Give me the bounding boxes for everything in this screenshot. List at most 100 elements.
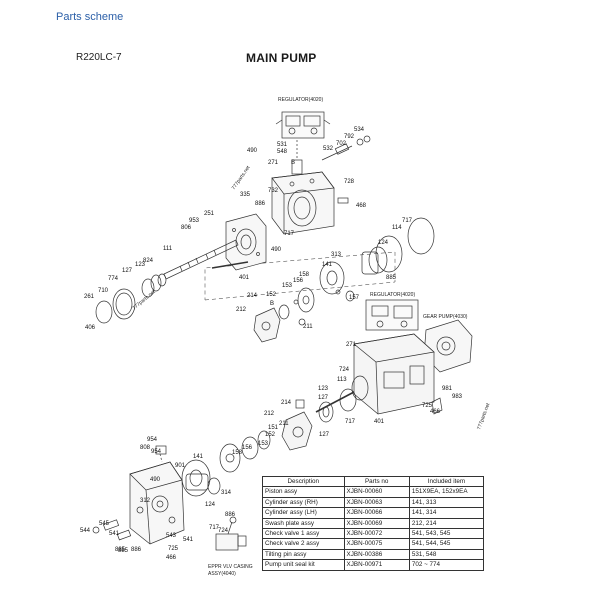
- callout-label-541: 541: [109, 531, 120, 537]
- callout-label-312: 312: [140, 498, 151, 504]
- callout-label-724: 724: [339, 367, 350, 373]
- note-regulator-mid: REGULATOR(4020): [370, 292, 415, 298]
- watermark-1: 777parts.net: [231, 164, 252, 191]
- cylinder-lower-drawing: [181, 459, 221, 497]
- cell-included-item: 702 ~ 774: [408, 559, 485, 571]
- seal-mid-drawing: [339, 388, 357, 412]
- callout-label-212: 212: [264, 411, 275, 417]
- callout-label-717: 717: [345, 419, 356, 425]
- callout-label-545: 545: [99, 521, 110, 527]
- callout-label-124: 124: [378, 240, 389, 246]
- callout-label-152: 152: [265, 432, 276, 438]
- callout-label-541: 541: [183, 537, 194, 543]
- callout-label-981: 981: [442, 386, 453, 392]
- piston-assy-top-drawing: [278, 287, 315, 326]
- note-gear-pump: GEAR PUMP(4030): [423, 314, 468, 320]
- cell-parts-no: XJBN-00971: [343, 559, 410, 571]
- callout-label-728: 728: [344, 179, 355, 185]
- callout-label-531: 531: [277, 142, 288, 148]
- breadcrumb-parts-scheme[interactable]: Parts scheme: [56, 11, 124, 23]
- callout-label-127: 127: [319, 432, 330, 438]
- cell-parts-no: XJBN-00060: [343, 486, 410, 498]
- gear-pump-drawing: [423, 319, 473, 373]
- callout-label-271: 271: [346, 342, 357, 348]
- callout-label-544: 544: [80, 528, 91, 534]
- model-label: R220LC-7: [76, 52, 122, 63]
- callout-label-401: 401: [239, 275, 250, 281]
- note-eppr-line2: ASSY(4040): [208, 571, 236, 577]
- callout-label-717: 717: [209, 525, 220, 531]
- callout-label-725: 725: [168, 546, 179, 552]
- swash-plate-mid-drawing: [281, 399, 313, 451]
- callout-label-271: 271: [268, 160, 279, 166]
- callout-label-543: 543: [166, 533, 177, 539]
- callout-label-211: 211: [303, 324, 313, 330]
- callout-label-406: 406: [85, 325, 96, 331]
- seals-right-drawing: [361, 217, 435, 275]
- callout-label-886: 886: [225, 512, 236, 518]
- callout-label-885: 885: [386, 275, 397, 281]
- callout-label-261: 261: [84, 294, 95, 300]
- plate-983-drawing: [431, 397, 443, 415]
- callout-label-124: 124: [205, 502, 216, 508]
- rings-left-drawing: [95, 273, 167, 324]
- callout-label-954: 954: [151, 449, 162, 455]
- cell-included-item: 541, 543, 545: [408, 528, 485, 540]
- cell-parts-no: XJBN-00066: [343, 507, 410, 519]
- callout-label-490: 490: [271, 247, 282, 253]
- assembly-boundary-dashed: [204, 251, 396, 301]
- callout-label-141: 141: [322, 262, 333, 268]
- callout-label-717: 717: [284, 231, 295, 237]
- cell-included-item: 151X9EA, 152x9EA: [408, 486, 485, 498]
- cell-description: Cylinder assy (RH): [262, 496, 345, 509]
- callout-label-214: 214: [247, 293, 258, 299]
- callout-label-211: 211: [279, 421, 289, 427]
- callout-label-214: 214: [281, 400, 292, 406]
- callout-label-983: 983: [452, 394, 463, 400]
- callout-label-710: 710: [98, 288, 109, 294]
- column-header-included-item: Included item: [408, 475, 485, 488]
- parts-table: Description Parts no Included item Pisto…: [262, 475, 485, 571]
- callout-label-953: 953: [189, 218, 200, 224]
- callout-label-534: 534: [354, 127, 365, 133]
- callout-label-886: 886: [255, 201, 266, 207]
- pump-casing-mid-drawing: [351, 333, 435, 415]
- callout-label-886: 886: [131, 547, 142, 553]
- cell-description: Pump unit seal kit: [262, 559, 345, 571]
- callout-label-724: 724: [218, 528, 229, 534]
- callout-label-885: 885: [115, 547, 126, 553]
- shaft-mid-drawing: [315, 391, 355, 413]
- cell-parts-no: XJBN-00072: [343, 528, 410, 540]
- callout-label-548: 548: [277, 149, 288, 155]
- cell-description: Piston assy: [262, 486, 345, 498]
- callout-label-158: 158: [232, 450, 243, 456]
- callout-label-251: 251: [204, 211, 215, 217]
- cell-description: Swash plate assy: [262, 517, 345, 530]
- callout-label-401: 401: [374, 419, 385, 425]
- piston-assy-lower-drawing: [219, 430, 271, 473]
- table-header-row: Description Parts no Included item: [262, 475, 485, 488]
- callout-label-885: 885: [118, 548, 129, 554]
- note-eppr-line1: EPPR VLV CASING: [208, 564, 253, 570]
- cell-description: Cylinder assy (LH): [262, 507, 345, 519]
- pump-casing-top-drawing: [271, 140, 335, 235]
- callout-label-466: 466: [166, 555, 177, 561]
- callout-label-127: 127: [122, 268, 133, 274]
- note-regulator-top: REGULATOR(4020): [278, 97, 323, 103]
- callout-label-702: 702: [336, 141, 347, 147]
- eppr-valve-drawing: [215, 516, 247, 551]
- callout-label-466: 466: [430, 409, 441, 415]
- callout-label-113: 113: [337, 377, 347, 383]
- callout-label-123: 123: [318, 386, 329, 392]
- callout-label-335: 335: [240, 192, 251, 198]
- cell-included-item: 141, 313: [408, 496, 485, 509]
- cell-included-item: 141, 314: [408, 507, 485, 519]
- cell-included-item: 212, 214: [408, 517, 485, 530]
- column-header-description: Description: [262, 475, 345, 488]
